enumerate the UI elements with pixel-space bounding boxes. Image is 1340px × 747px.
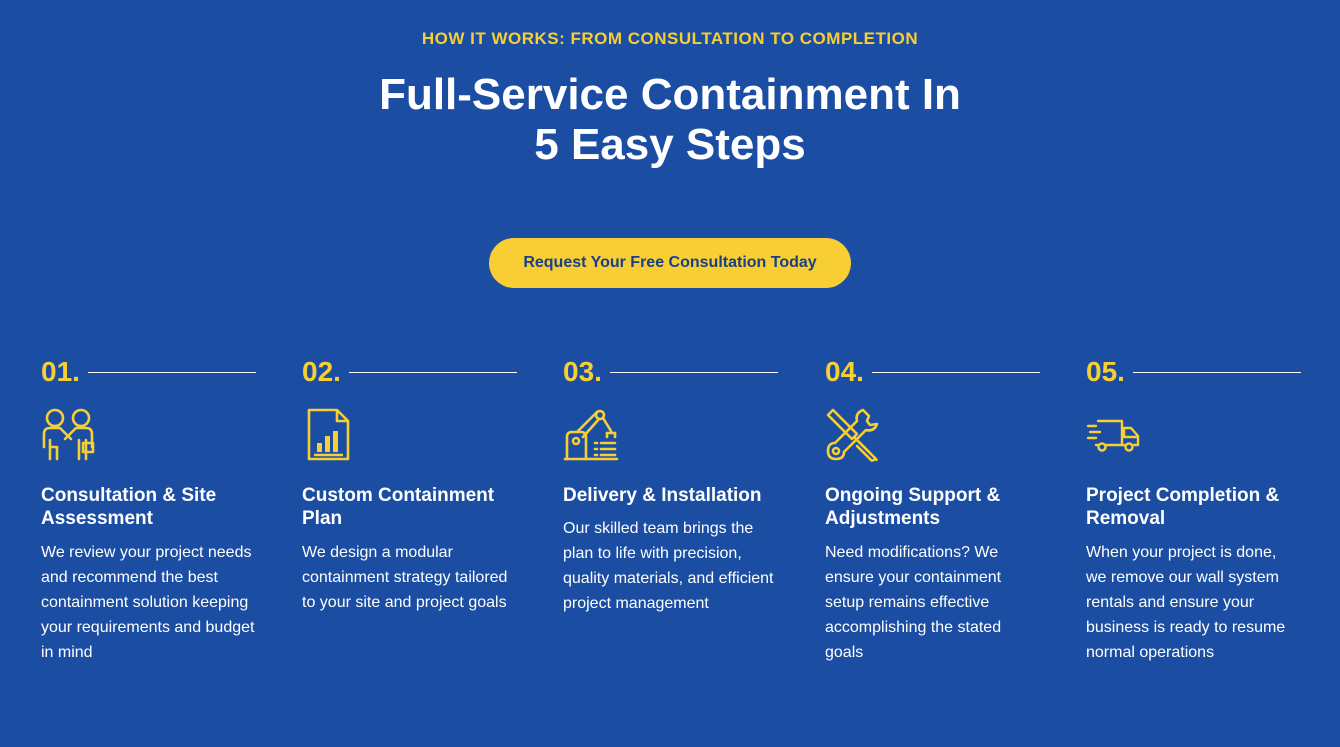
step-title: Custom Containment Plan	[302, 485, 495, 529]
document-chart-icon	[302, 407, 358, 463]
step-divider	[1132, 371, 1301, 373]
step-divider	[87, 371, 256, 373]
delivery-truck-icon	[1086, 407, 1142, 463]
step-4: 04. Ongoing Support & Adjustments Need m…	[825, 355, 1040, 665]
step-description: Need modifications? We ensure your conta…	[825, 544, 1002, 661]
request-consultation-button[interactable]: Request Your Free Consultation Today	[489, 238, 851, 288]
step-5: 05. Project Completion & Removal When yo…	[1086, 355, 1301, 665]
step-divider	[871, 371, 1040, 373]
step-title: Project Completion & Removal	[1086, 485, 1280, 529]
step-header: 04.	[825, 355, 1040, 389]
section-eyebrow: HOW IT WORKS: FROM CONSULTATION TO COMPL…	[421, 29, 919, 48]
step-number: 05.	[1086, 356, 1125, 387]
step-title: Consultation & Site Assessment	[41, 485, 217, 529]
step-header: 01.	[41, 355, 256, 389]
step-1: 01. Consultation & Site Assessment We re…	[41, 355, 256, 665]
handshake-people-icon	[41, 407, 97, 463]
step-description: When your project is done, we remove our…	[1086, 544, 1286, 661]
robotic-arm-icon	[563, 407, 619, 463]
step-number: 02.	[302, 356, 341, 387]
step-header: 02.	[302, 355, 517, 389]
step-number: 04.	[825, 356, 864, 387]
step-divider	[348, 371, 517, 373]
step-title: Ongoing Support & Adjustments	[825, 485, 1001, 529]
step-header: 05.	[1086, 355, 1301, 389]
step-description: Our skilled team brings the plan to life…	[563, 520, 774, 612]
wrench-screwdriver-icon	[825, 407, 881, 463]
step-header: 03.	[563, 355, 778, 389]
step-number: 01.	[41, 356, 80, 387]
step-description: We design a modular containment strategy…	[302, 544, 508, 611]
section-title: Full-Service Containment In 5 Easy Steps	[379, 70, 961, 169]
step-3: 03. Delivery & Installation Our skilled …	[563, 355, 778, 616]
step-2: 02. Custom Containment Plan We design a …	[302, 355, 517, 615]
step-divider	[609, 371, 778, 373]
step-title: Delivery & Installation	[563, 485, 762, 506]
step-number: 03.	[563, 356, 602, 387]
step-description: We review your project needs and recomme…	[41, 544, 255, 661]
